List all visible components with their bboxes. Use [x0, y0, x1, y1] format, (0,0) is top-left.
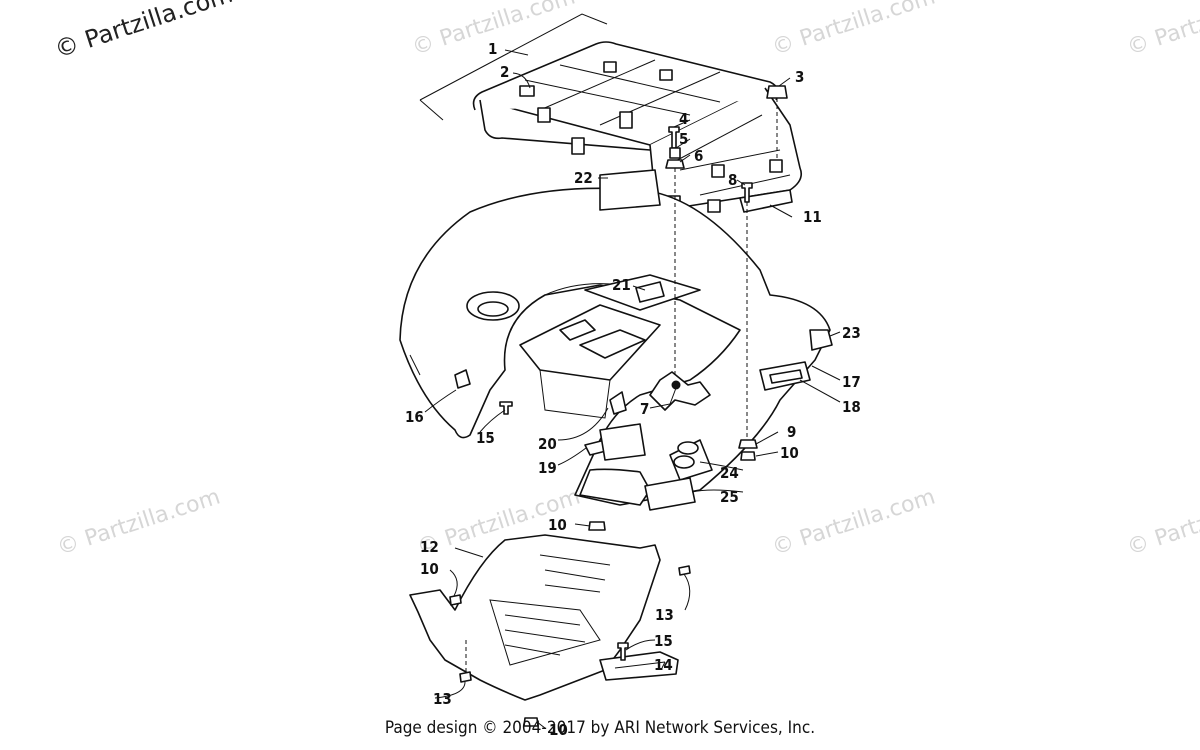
ghost-watermark: © Partzilla.com [54, 484, 223, 560]
callout-13: 13 [433, 690, 452, 708]
ghost-watermark: © Partzilla.com [1124, 484, 1200, 560]
nut [740, 451, 756, 461]
callout-10: 10 [780, 444, 799, 462]
rear-rack [472, 41, 803, 213]
callout-6: 6 [694, 147, 703, 165]
nut [523, 717, 539, 727]
callout-15: 15 [654, 632, 673, 650]
callout-1: 1 [488, 40, 497, 58]
callout-12: 12 [420, 538, 439, 556]
decal [635, 281, 665, 303]
callout-15: 15 [476, 429, 495, 447]
callout-18: 18 [842, 398, 861, 416]
rack-cap [766, 85, 788, 99]
ghost-watermark: © Partzilla.com [769, 484, 938, 560]
callout-10: 10 [420, 560, 439, 578]
ghost-watermark: © Partzilla.com [769, 0, 938, 61]
callout-20: 20 [538, 435, 557, 453]
callout-2: 2 [500, 63, 509, 81]
callout-3: 3 [795, 68, 804, 86]
callout-10: 10 [548, 516, 567, 534]
left-footwell [409, 534, 679, 701]
assembly-bracket-end [419, 99, 444, 121]
callout-22: 22 [574, 169, 593, 187]
screw [678, 565, 691, 576]
ghost-watermark: © Partzilla.com [1124, 0, 1200, 61]
decal [599, 169, 661, 211]
callout-9: 9 [787, 423, 796, 441]
screw [499, 401, 513, 415]
callout-10: 10 [549, 721, 568, 739]
rack-clamp [519, 85, 535, 97]
callout-21: 21 [612, 276, 631, 294]
nut [665, 159, 685, 169]
callout-14: 14 [654, 656, 673, 674]
main-watermark: © Partzilla.com [51, 0, 236, 64]
callout-19: 19 [538, 459, 557, 477]
callout-4: 4 [679, 110, 688, 128]
callouts: 1 2 3 4 5 6 7 8 9 10 10 10 10 11 12 13 1… [405, 40, 861, 739]
callout-23: 23 [842, 324, 861, 342]
bolt [741, 182, 753, 203]
screw [459, 671, 472, 683]
callout-8: 8 [728, 171, 737, 189]
nut [449, 594, 462, 606]
callout-24: 24 [720, 464, 739, 482]
page-footer: Page design © 2004-2017 by ARI Network S… [384, 718, 816, 738]
callout-16: 16 [405, 408, 424, 426]
callout-5: 5 [679, 130, 688, 148]
callout-11: 11 [803, 208, 822, 226]
callout-17: 17 [842, 373, 861, 391]
washer [738, 439, 758, 449]
spacer [669, 147, 681, 159]
callout-7: 7 [640, 400, 649, 418]
rear-fender [399, 169, 833, 511]
assembly-bracket [419, 13, 608, 101]
screw [617, 642, 629, 661]
nut [588, 521, 606, 531]
callout-13: 13 [655, 606, 674, 624]
callout-25: 25 [720, 488, 739, 506]
leader-lines [424, 49, 841, 729]
